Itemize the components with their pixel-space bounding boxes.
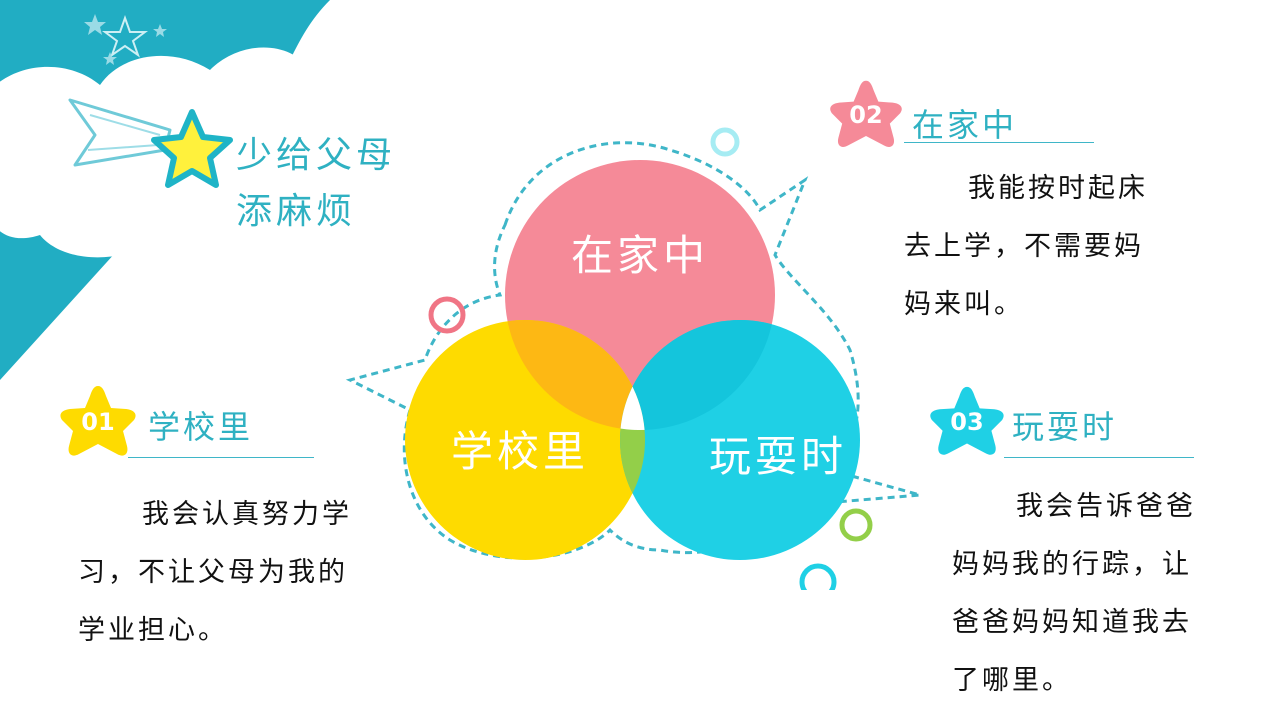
venn-label-left: 学校里 xyxy=(450,427,589,476)
badge-star-yellow-icon xyxy=(60,386,136,456)
slide-title-line2: 添麻烦 xyxy=(236,191,357,232)
item-heading-01: 学校里 xyxy=(148,408,254,446)
badge-star-pink-icon xyxy=(830,80,902,147)
ring-decoration xyxy=(839,508,873,542)
yellow-star-icon xyxy=(151,109,233,188)
heading-underline-03 xyxy=(1004,457,1194,458)
badge-number-02: 02 xyxy=(849,101,883,129)
item-heading-03: 玩耍时 xyxy=(1012,408,1118,446)
ring-decoration xyxy=(428,296,466,334)
small-star-icon xyxy=(102,15,148,58)
heading-underline-02 xyxy=(904,142,1094,143)
ring-decoration xyxy=(799,563,837,590)
slide-title: 少给父母 添麻烦 xyxy=(236,130,396,238)
venn-label-right: 玩耍时 xyxy=(708,432,847,481)
ring-decoration xyxy=(710,127,740,157)
badge-star-cyan-icon xyxy=(930,386,1004,455)
badge-number-01: 01 xyxy=(81,408,115,436)
item-text-01: 我会认真努力学 习，不让父母为我的 学业担心。 xyxy=(78,499,352,646)
heading-underline-01 xyxy=(128,457,314,458)
small-star-icon xyxy=(153,24,167,37)
slide-title-line1: 少给父母 xyxy=(236,135,397,176)
badge-number-03: 03 xyxy=(950,408,984,436)
venn-diagram xyxy=(345,127,921,590)
item-text-02: 我能按时起床 去上学，不需要妈 妈来叫。 xyxy=(904,173,1148,320)
venn-label-top: 在家中 xyxy=(570,231,709,280)
small-star-icon xyxy=(84,14,106,35)
small-star-icon xyxy=(103,52,117,65)
item-heading-02: 在家中 xyxy=(912,106,1018,144)
item-text-03: 我会告诉爸爸 妈妈我的行踪，让 爸爸妈妈知道我去 了哪里。 xyxy=(952,491,1196,696)
corner-decoration xyxy=(0,0,414,380)
